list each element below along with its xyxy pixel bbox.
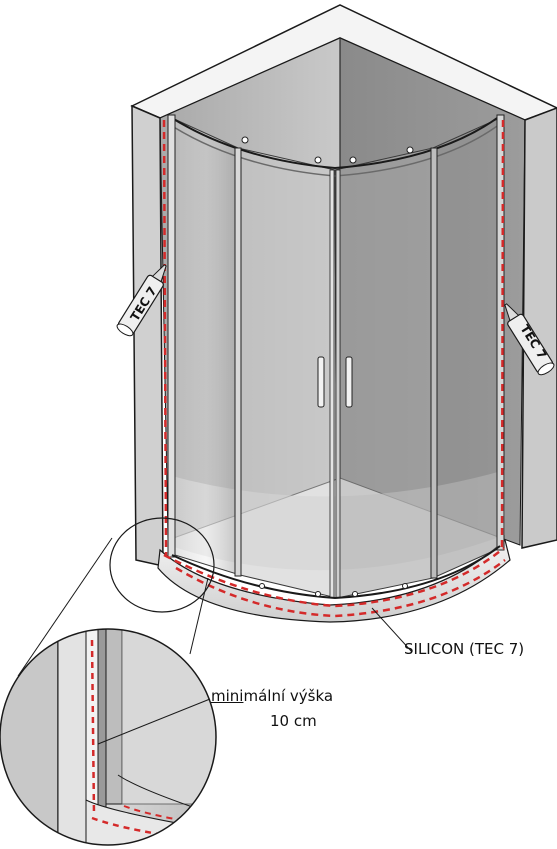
min-height-prefix: mini xyxy=(211,687,244,705)
min-height-rest: mální výška xyxy=(243,687,334,705)
detail-callout xyxy=(0,517,217,846)
sealant-tube-left xyxy=(116,264,167,337)
min-height-label: minimální výška xyxy=(211,687,333,705)
right-door-handle xyxy=(345,356,353,408)
silicon-label: SILICON (TEC 7) xyxy=(404,640,525,658)
glass-enclosure xyxy=(167,114,505,600)
silicon-leader-line xyxy=(371,607,413,653)
silicone-seal-lines xyxy=(162,119,506,618)
sealant-tube-right xyxy=(504,303,555,376)
min-height-value: 10 cm xyxy=(270,712,317,730)
left-door-handle xyxy=(317,356,325,408)
